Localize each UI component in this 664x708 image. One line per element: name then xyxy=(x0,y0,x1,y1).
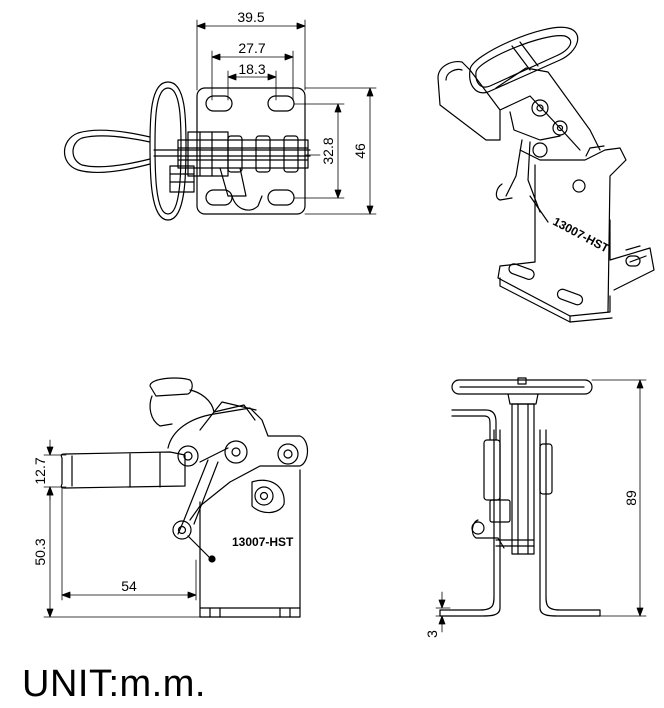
dim-reach: 54 xyxy=(121,578,137,594)
spindle-loop xyxy=(65,130,151,172)
top-handle-loop xyxy=(150,82,186,220)
dim-pivot-height: 50.3 xyxy=(32,538,48,565)
top-view xyxy=(65,20,377,220)
units-label: UNIT:m.m. xyxy=(22,663,206,705)
dim-overall-height: 46 xyxy=(352,143,368,159)
side-view: 13007-HST xyxy=(44,378,308,617)
top-dimensions xyxy=(197,20,376,214)
dim-base-thickness: 3 xyxy=(424,630,440,638)
dim-end-overall-height: 89 xyxy=(623,490,639,506)
dim-overall-width: 39.5 xyxy=(237,9,264,25)
iso-part-number: 13007-HST xyxy=(551,214,612,255)
end-handle-pad xyxy=(452,380,592,394)
side-base xyxy=(200,608,300,617)
side-part-number: 13007-HST xyxy=(232,535,294,549)
slot-bottom-left xyxy=(206,190,232,205)
dim-handle-height: 12.7 xyxy=(32,457,48,484)
iso-handle-pad xyxy=(470,27,578,93)
dim-slot-spacing-outer: 27.7 xyxy=(238,40,265,56)
dim-slot-vertical: 32.8 xyxy=(320,137,336,164)
slot-top-right xyxy=(268,96,294,111)
slot-bottom-right xyxy=(268,190,294,205)
end-view xyxy=(436,378,646,632)
dimension-labels: 39.5 27.7 18.3 32.8 46 12.7 50.3 54 89 3 xyxy=(32,9,639,638)
side-handle xyxy=(61,452,185,488)
side-dimensions xyxy=(44,440,200,617)
isometric-view: 13007-HST xyxy=(438,27,654,322)
top-base-plate xyxy=(197,88,305,214)
end-dimensions xyxy=(436,380,646,632)
slot-top-left xyxy=(206,96,232,111)
dim-slot-spacing-inner: 18.3 xyxy=(238,61,265,77)
